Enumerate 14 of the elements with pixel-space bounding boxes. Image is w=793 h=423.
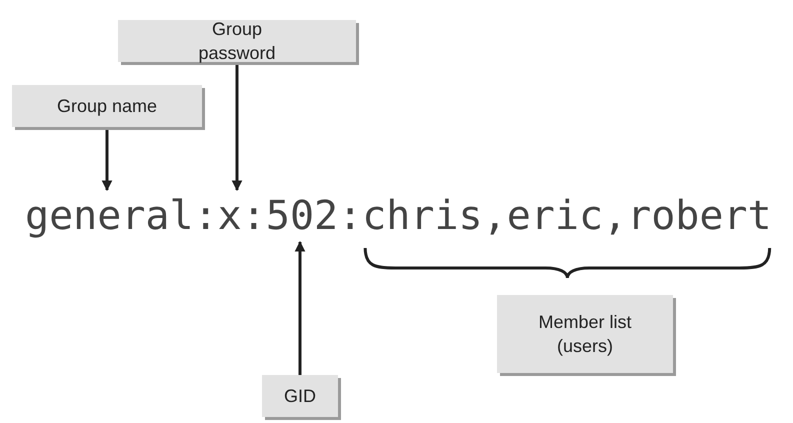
arrow (294, 240, 306, 375)
record-field: x (218, 196, 242, 236)
label-box: Group name (12, 85, 202, 127)
record-field: general (25, 196, 194, 236)
arrow (232, 62, 242, 192)
label-box: GID (262, 375, 338, 417)
record-field: chris,eric,robert (362, 196, 772, 236)
record-field: 502 (266, 196, 338, 236)
arrow (102, 127, 112, 192)
field-separator: : (194, 196, 218, 236)
field-separator: : (242, 196, 266, 236)
field-separator: : (338, 196, 362, 236)
label-box: Member list (users) (497, 295, 673, 373)
label-box: Group password (118, 20, 356, 62)
